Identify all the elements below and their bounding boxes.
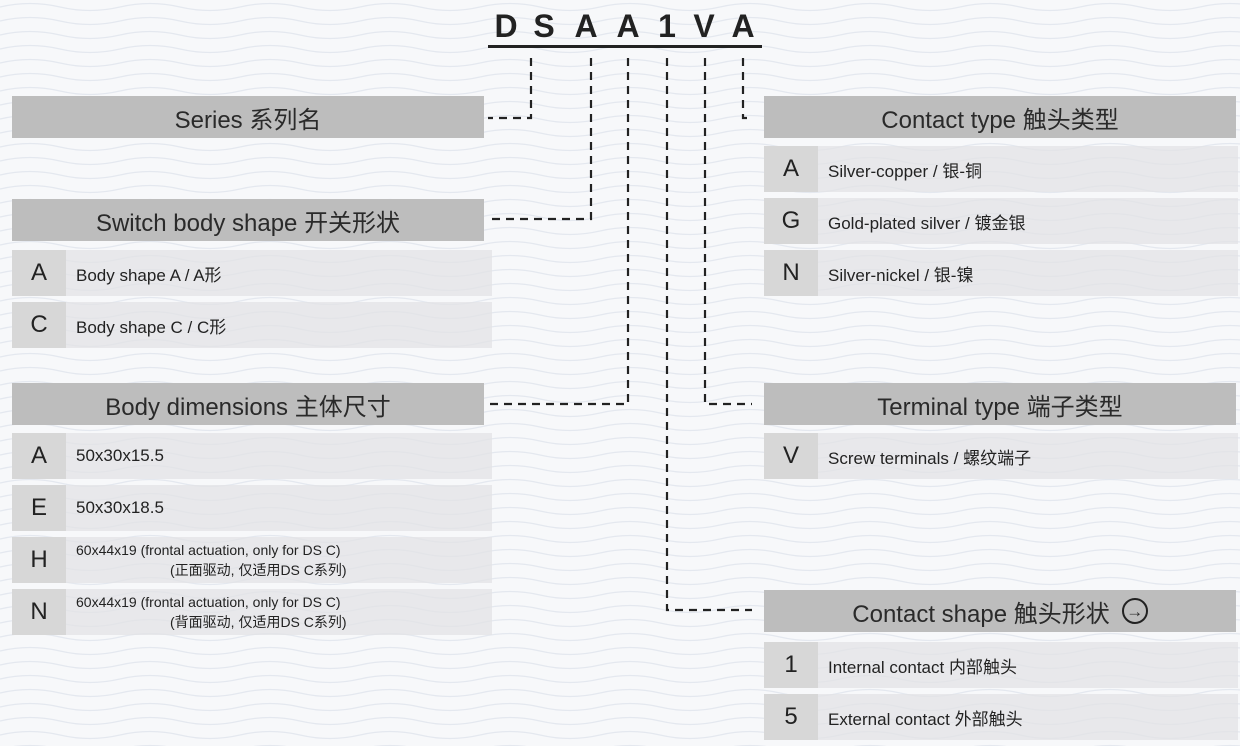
option-code: C bbox=[12, 302, 66, 348]
connector-terminal-type bbox=[703, 58, 752, 406]
option-description: Silver-nickel / 银-镍 bbox=[818, 250, 1238, 296]
switch-body-shape-header-label: Switch body shape 开关形状 bbox=[95, 209, 401, 237]
contact-shape-option: 1 Internal contact 内部触头 bbox=[764, 642, 1238, 688]
code-char-series-2: S bbox=[533, 8, 555, 44]
contact-shape-header-label: Contact shape 触头形状 bbox=[852, 600, 1110, 628]
option-code: 1 bbox=[764, 642, 818, 688]
switch-body-shape-option: A Body shape A / A形 bbox=[12, 250, 492, 296]
contact-type-option: N Silver-nickel / 银-镍 bbox=[764, 250, 1238, 296]
option-code: A bbox=[12, 250, 66, 296]
connector-contact-type bbox=[741, 58, 752, 120]
option-description-line2: (背面驱动, 仅适用DS C系列) bbox=[170, 614, 347, 630]
option-code: A bbox=[764, 146, 818, 192]
body-dimensions-option: A 50x30x15.5 bbox=[12, 433, 492, 479]
option-description-line1: 60x44x19 (frontal actuation, only for DS… bbox=[76, 594, 341, 610]
option-description: Body shape A / A形 bbox=[66, 250, 492, 296]
code-char-body-dimensions: A bbox=[616, 8, 640, 44]
series-header-label: Series 系列名 bbox=[174, 106, 322, 134]
option-code: G bbox=[764, 198, 818, 244]
option-description: Internal contact 内部触头 bbox=[818, 642, 1238, 688]
option-code: A bbox=[12, 433, 66, 479]
option-description-line2: (正面驱动, 仅适用DS C系列) bbox=[170, 562, 347, 578]
body-dimensions-option: H 60x44x19 (frontal actuation, only for … bbox=[12, 537, 492, 583]
option-description: External contact 外部触头 bbox=[818, 694, 1238, 740]
connector-body-shape bbox=[488, 58, 593, 221]
option-code: E bbox=[12, 485, 66, 531]
connector-contact-shape bbox=[665, 58, 752, 612]
option-code: H bbox=[12, 537, 66, 583]
switch-body-shape-option: C Body shape C / C形 bbox=[12, 302, 492, 348]
series-header: Series 系列名 bbox=[12, 96, 484, 138]
contact-shape-option: 5 External contact 外部触头 bbox=[764, 694, 1238, 740]
terminal-type-header-label: Terminal type 端子类型 bbox=[877, 393, 1123, 421]
code-char-contact-type: A bbox=[731, 8, 755, 44]
option-description: Screw terminals / 螺纹端子 bbox=[818, 433, 1238, 479]
terminal-type-header: Terminal type 端子类型 bbox=[764, 383, 1236, 425]
option-description: 60x44x19 (frontal actuation, only for DS… bbox=[66, 537, 492, 583]
connector-series bbox=[488, 58, 533, 120]
contact-shape-header: Contact shape 触头形状 → bbox=[764, 590, 1236, 632]
contact-type-header-label: Contact type 触头类型 bbox=[881, 106, 1119, 134]
switch-body-shape-header: Switch body shape 开关形状 bbox=[12, 199, 484, 241]
code-char-terminal-type: V bbox=[693, 8, 715, 44]
product-code: D S A A 1 V A bbox=[488, 6, 762, 46]
option-description: 50x30x18.5 bbox=[66, 485, 492, 531]
option-code: N bbox=[764, 250, 818, 296]
code-underline bbox=[488, 45, 762, 48]
option-description: Gold-plated silver / 镀金银 bbox=[818, 198, 1238, 244]
option-description: 60x44x19 (frontal actuation, only for DS… bbox=[66, 589, 492, 635]
body-dimensions-header: Body dimensions 主体尺寸 bbox=[12, 383, 484, 425]
code-char-contact-shape: 1 bbox=[658, 8, 676, 44]
body-dimensions-option: E 50x30x18.5 bbox=[12, 485, 492, 531]
contact-type-option: A Silver-copper / 银-铜 bbox=[764, 146, 1238, 192]
connector-body-dimensions bbox=[488, 58, 630, 406]
option-description: Body shape C / C形 bbox=[66, 302, 492, 348]
option-description: Silver-copper / 银-铜 bbox=[818, 146, 1238, 192]
contact-type-option: G Gold-plated silver / 镀金银 bbox=[764, 198, 1238, 244]
option-code: N bbox=[12, 589, 66, 635]
code-char-body-shape: A bbox=[574, 8, 598, 44]
option-code: 5 bbox=[764, 694, 818, 740]
option-description: 50x30x15.5 bbox=[66, 433, 492, 479]
arrow-right-circle-icon: → bbox=[1121, 598, 1148, 624]
code-char-series-1: D bbox=[494, 8, 518, 44]
option-code: V bbox=[764, 433, 818, 479]
body-dimensions-header-label: Body dimensions 主体尺寸 bbox=[105, 393, 391, 421]
contact-type-header: Contact type 触头类型 bbox=[764, 96, 1236, 138]
option-description-line1: 60x44x19 (frontal actuation, only for DS… bbox=[76, 542, 341, 558]
terminal-type-option: V Screw terminals / 螺纹端子 bbox=[764, 433, 1238, 479]
body-dimensions-option: N 60x44x19 (frontal actuation, only for … bbox=[12, 589, 492, 635]
